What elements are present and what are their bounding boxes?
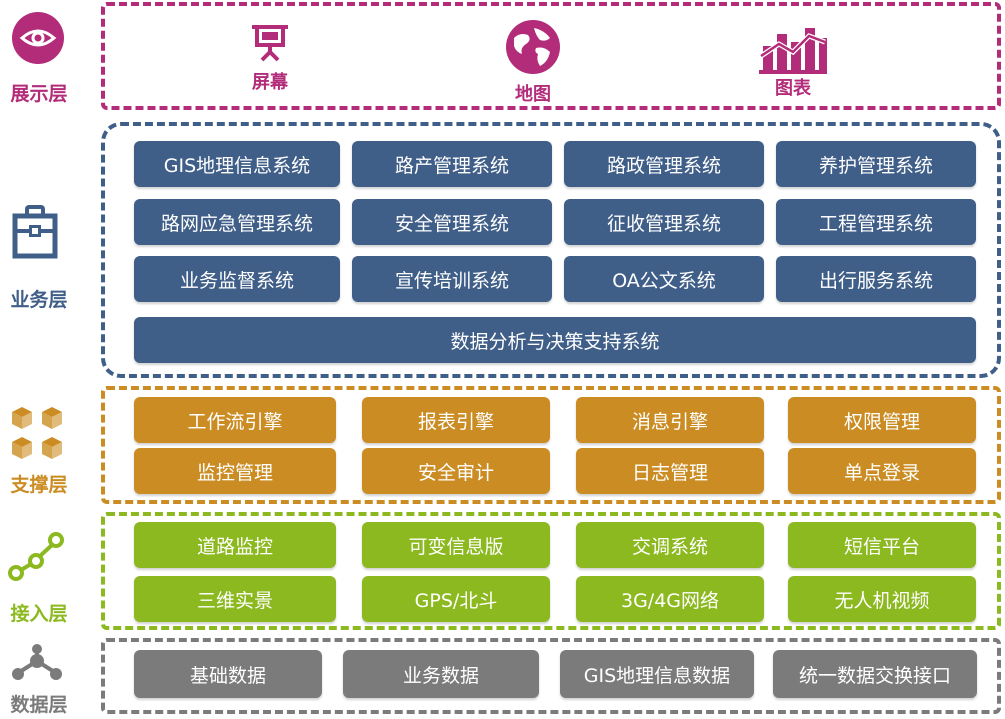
support-layer-label: 支撑层 <box>10 474 68 496</box>
display-item-map[interactable]: 地图 <box>488 18 578 106</box>
data-layer-frame <box>101 638 1001 714</box>
access-layer-frame <box>101 512 1001 630</box>
support-module-button[interactable]: 监控管理 <box>134 448 336 494</box>
business-system-button[interactable]: 征收管理系统 <box>564 199 764 245</box>
support-module-button[interactable]: 权限管理 <box>788 397 976 443</box>
decision-support-button[interactable]: 数据分析与决策支持系统 <box>134 317 976 363</box>
business-layer-frame <box>101 122 1001 378</box>
display-item-screen[interactable]: 屏幕 <box>225 22 315 94</box>
data-source-button[interactable]: 统一数据交换接口 <box>773 650 977 698</box>
display-item-map-label: 地图 <box>515 84 551 105</box>
business-system-button[interactable]: GIS地理信息系统 <box>134 141 340 187</box>
access-source-button[interactable]: 交调系统 <box>576 522 764 568</box>
business-system-button[interactable]: 工程管理系统 <box>776 199 976 245</box>
access-source-button[interactable]: 短信平台 <box>788 522 976 568</box>
display-layer-frame <box>101 2 1001 110</box>
data-source-button[interactable]: 业务数据 <box>343 650 539 698</box>
business-system-button[interactable]: 宣传培训系统 <box>352 256 552 302</box>
display-item-screen-label: 屏幕 <box>252 72 288 93</box>
display-item-chart[interactable]: 图表 <box>748 22 838 100</box>
access-layer-label: 接入层 <box>10 603 68 625</box>
support-module-button[interactable]: 单点登录 <box>788 448 976 494</box>
business-system-button[interactable]: 路产管理系统 <box>352 141 552 187</box>
hub-network-icon <box>12 644 62 680</box>
business-system-button[interactable]: 出行服务系统 <box>776 256 976 302</box>
display-item-chart-label: 图表 <box>775 78 811 99</box>
data-source-button[interactable]: GIS地理信息数据 <box>560 650 754 698</box>
access-source-button[interactable]: 3G/4G网络 <box>576 576 764 622</box>
support-module-button[interactable]: 日志管理 <box>576 448 764 494</box>
connected-nodes-icon <box>8 532 64 581</box>
business-system-button[interactable]: 路政管理系统 <box>564 141 764 187</box>
business-system-button[interactable]: OA公文系统 <box>564 256 764 302</box>
eye-icon <box>12 12 64 64</box>
access-source-button[interactable]: 道路监控 <box>134 522 336 568</box>
business-system-button[interactable]: 安全管理系统 <box>352 199 552 245</box>
business-layer-label: 业务层 <box>10 289 68 311</box>
access-source-button[interactable]: 无人机视频 <box>788 576 976 622</box>
projector-screen-icon <box>252 25 288 62</box>
support-module-button[interactable]: 报表引擎 <box>362 397 550 443</box>
data-layer-label: 数据层 <box>10 694 68 716</box>
business-system-button[interactable]: 养护管理系统 <box>776 141 976 187</box>
business-system-button[interactable]: 业务监督系统 <box>134 256 340 302</box>
support-module-button[interactable]: 安全审计 <box>362 448 550 494</box>
bar-chart-icon <box>759 28 827 74</box>
cubes-icon <box>12 407 62 459</box>
business-system-button[interactable]: 路网应急管理系统 <box>134 199 340 245</box>
display-layer-label: 展示层 <box>10 83 68 105</box>
support-module-button[interactable]: 消息引擎 <box>576 397 764 443</box>
briefcase-icon <box>12 205 58 259</box>
access-source-button[interactable]: 三维实景 <box>134 576 336 622</box>
support-layer-frame <box>101 386 1001 504</box>
globe-icon <box>506 20 560 74</box>
support-module-button[interactable]: 工作流引擎 <box>134 397 336 443</box>
access-source-button[interactable]: GPS/北斗 <box>362 576 550 622</box>
data-source-button[interactable]: 基础数据 <box>134 650 322 698</box>
access-source-button[interactable]: 可变信息版 <box>362 522 550 568</box>
